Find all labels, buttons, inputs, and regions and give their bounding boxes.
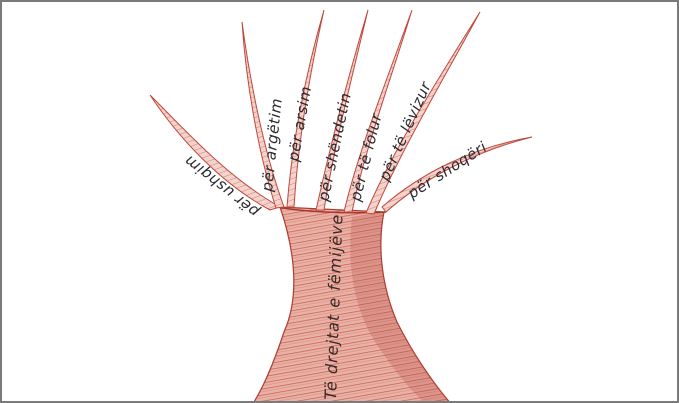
branch-label-7: për shoqëri [404, 138, 491, 203]
branch-label-3: për arsim [284, 85, 315, 164]
branch-label-1: për ushqim [181, 152, 264, 222]
branch-label-2: për argëtim [258, 97, 286, 193]
